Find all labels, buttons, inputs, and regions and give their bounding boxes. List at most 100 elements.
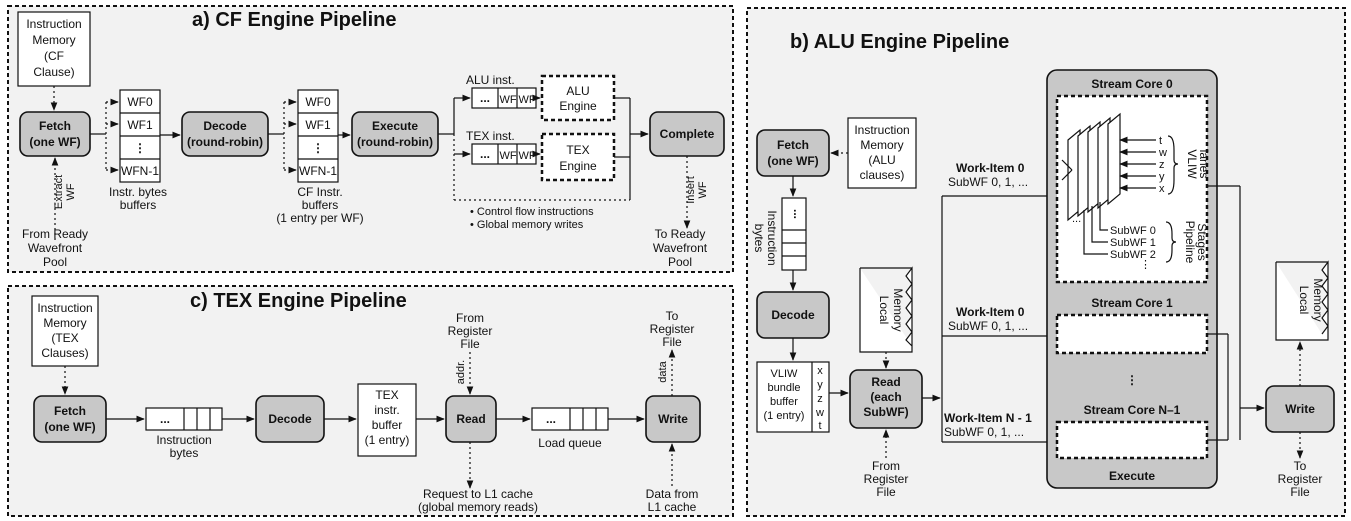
alu-vliw-lane-planes: [1061, 112, 1121, 222]
tex-from-rf-2: Register: [448, 324, 493, 338]
cf-fetch-label: Fetch: [39, 119, 71, 133]
alu-vliw-line-4: (1 entry): [764, 410, 805, 422]
alu-vliw-line-2: bundle: [767, 382, 800, 394]
cf-tex-engine: TEX Engine: [540, 132, 616, 182]
alu-subwf-1-line: [1091, 206, 1108, 243]
tex-read-label: Read: [456, 412, 485, 426]
cf-from-ready-3: Pool: [43, 255, 67, 269]
cf-alu-queue-dots: ...: [480, 91, 490, 105]
cf-alu-engine-line-1: ALU: [566, 84, 589, 98]
alu-local-memory-write: Local Memory: [1275, 260, 1329, 341]
alu-lane-z: z: [1159, 159, 1165, 171]
cf-tex-queue-wf-2: WF: [518, 150, 535, 162]
cf-tex-queue-dots: ...: [480, 147, 490, 161]
alu-local-memory-read: Local Memory: [859, 266, 913, 353]
cf-execute-label: Execute: [372, 119, 418, 133]
cf-buf-wfn: WFN-1: [121, 164, 159, 178]
tex-load-queue-dots: ...: [546, 412, 556, 426]
cf-fetch-stage: Fetch (one WF): [19, 111, 91, 157]
tex-data-label: data: [657, 360, 669, 382]
tex-from-rf-3: File: [460, 337, 480, 351]
alu-vliw-slot-y: y: [817, 379, 823, 391]
cf-extract-label: Extract: [53, 175, 65, 209]
alu-lmem-read-1: Local: [877, 296, 891, 325]
alu-bytes-caption-1: Instruction: [765, 210, 779, 265]
alu-instruction-memory: Instruction Memory (ALU clauses): [847, 117, 917, 189]
cf-to-ready-3: Pool: [668, 255, 692, 269]
alu-stream-core-n: [1055, 420, 1209, 460]
cf-imem-line-4: Clause): [33, 65, 74, 79]
tex-imem-line-4: Clauses): [41, 346, 88, 360]
cf-imem-line-1: Instruction: [26, 17, 81, 31]
cf-buf-ellipsis: ⋮: [134, 141, 146, 155]
alu-lmem-write-1: Local: [1297, 286, 1311, 315]
cf-from-ready-2: Wavefront: [28, 241, 83, 255]
tex-addr-label: addr.: [455, 360, 467, 384]
alu-wi0-sub: SubWF 0, 1, ...: [948, 175, 1028, 189]
alu-lane-w: w: [1158, 147, 1167, 159]
cf-to-ready-2: Wavefront: [653, 241, 708, 255]
cf-fetch-sublabel: (one WF): [29, 135, 80, 149]
cf-alu-engine-line-2: Engine: [559, 99, 597, 113]
alu-from-rf-2: Register: [864, 472, 909, 486]
tex-to-rf-1: To: [666, 309, 679, 323]
tex-decode-label: Decode: [268, 412, 312, 426]
alu-decode-label: Decode: [771, 308, 815, 322]
alu-vliw-line-1: VLIW: [771, 368, 799, 380]
alu-lanes-brace: [1167, 135, 1179, 195]
cf-decode-sublabel: (round-robin): [187, 135, 263, 149]
alu-pipeline-stages-1: Pipeline: [1183, 221, 1197, 264]
alu-execute-label: Execute: [1109, 469, 1155, 483]
alu-lmem-write-2: Memory: [1311, 278, 1325, 321]
tex-buffer-line-3: buffer: [372, 418, 402, 432]
cf-ibuf-wf1: WF1: [305, 118, 331, 132]
tex-load-queue: ...: [531, 407, 609, 431]
cf-imem-line-2: Memory: [32, 33, 75, 47]
tex-buffer-line-1: TEX: [375, 388, 398, 402]
alu-lane-y: y: [1159, 171, 1165, 183]
alu-fetch-sublabel: (one WF): [767, 154, 818, 168]
alu-vliw-lanes-2: lanes: [1197, 150, 1211, 179]
cf-note-2: • Global memory writes: [470, 219, 584, 231]
tex-read-stage: Read: [445, 395, 497, 443]
alu-read-stage: Read (each SubWF): [849, 369, 923, 429]
cf-instruction-memory: Instruction Memory (CF Clause): [17, 11, 91, 87]
alu-lmem-read-2: Memory: [891, 288, 905, 331]
alu-wi1-sub: SubWF 0, 1, ...: [948, 319, 1028, 333]
alu-stream-core-0-label: Stream Core 0: [1091, 77, 1173, 91]
alu-vliw-slot-t: t: [818, 420, 821, 432]
cf-ibuf-caption-2: buffers: [302, 198, 338, 212]
tex-bytes-caption-2: bytes: [170, 446, 199, 460]
cf-ibuf-caption-3: (1 entry per WF): [276, 211, 363, 225]
alu-stream-core-0: t w z y x VLIW lanes ... SubWF 0 SubWF 1…: [1055, 94, 1211, 284]
alu-read-label: Read: [871, 375, 900, 389]
alu-wi0-name: Work-Item 0: [956, 161, 1025, 175]
cf-decode-label: Decode: [203, 119, 247, 133]
alu-stream-core-1: [1055, 313, 1209, 355]
alu-to-rf-3: File: [1290, 485, 1310, 499]
cf-tex-inst-label: TEX inst.: [466, 129, 515, 143]
tex-write-label: Write: [658, 412, 688, 426]
alu-subwf-2-line: [1083, 210, 1108, 255]
alu-vliw-slot-x: x: [817, 365, 823, 377]
alu-write-stage: Write: [1265, 385, 1335, 433]
alu-imem-line-3: (ALU: [868, 153, 895, 167]
cf-buf-caption-1: Instr. bytes: [109, 185, 167, 199]
cf-buf-wf1: WF1: [127, 118, 153, 132]
tex-engine-panel: c) TEX Engine Pipeline Instruction Memor…: [7, 285, 734, 517]
cf-insert-sublabel: WF: [697, 181, 709, 198]
tex-fetch-label: Fetch: [54, 404, 86, 418]
tex-write-stage: Write: [645, 395, 701, 443]
tex-fetch-stage: Fetch (one WF): [33, 395, 107, 443]
cf-tex-engine-line-2: Engine: [559, 159, 597, 173]
cf-ibuf-ellipsis: ⋮: [312, 141, 324, 155]
tex-data-from-1: Data from: [646, 487, 699, 501]
tex-instruction-memory: Instruction Memory (TEX Clauses): [31, 295, 99, 367]
tex-to-rf-2: Register: [650, 322, 695, 336]
cf-execute-sublabel: (round-robin): [357, 135, 433, 149]
alu-vliw-buffer: VLIW bundle buffer (1 entry) x y z w t: [756, 361, 830, 433]
alu-from-rf-3: File: [876, 485, 896, 499]
cf-engine-panel: a) CF Engine Pipeline Instruction Memory…: [7, 5, 734, 273]
alu-fetch-label: Fetch: [777, 138, 809, 152]
cf-instr-bytes-buffers: WF0 WF1 ⋮ WFN-1: [119, 89, 161, 183]
